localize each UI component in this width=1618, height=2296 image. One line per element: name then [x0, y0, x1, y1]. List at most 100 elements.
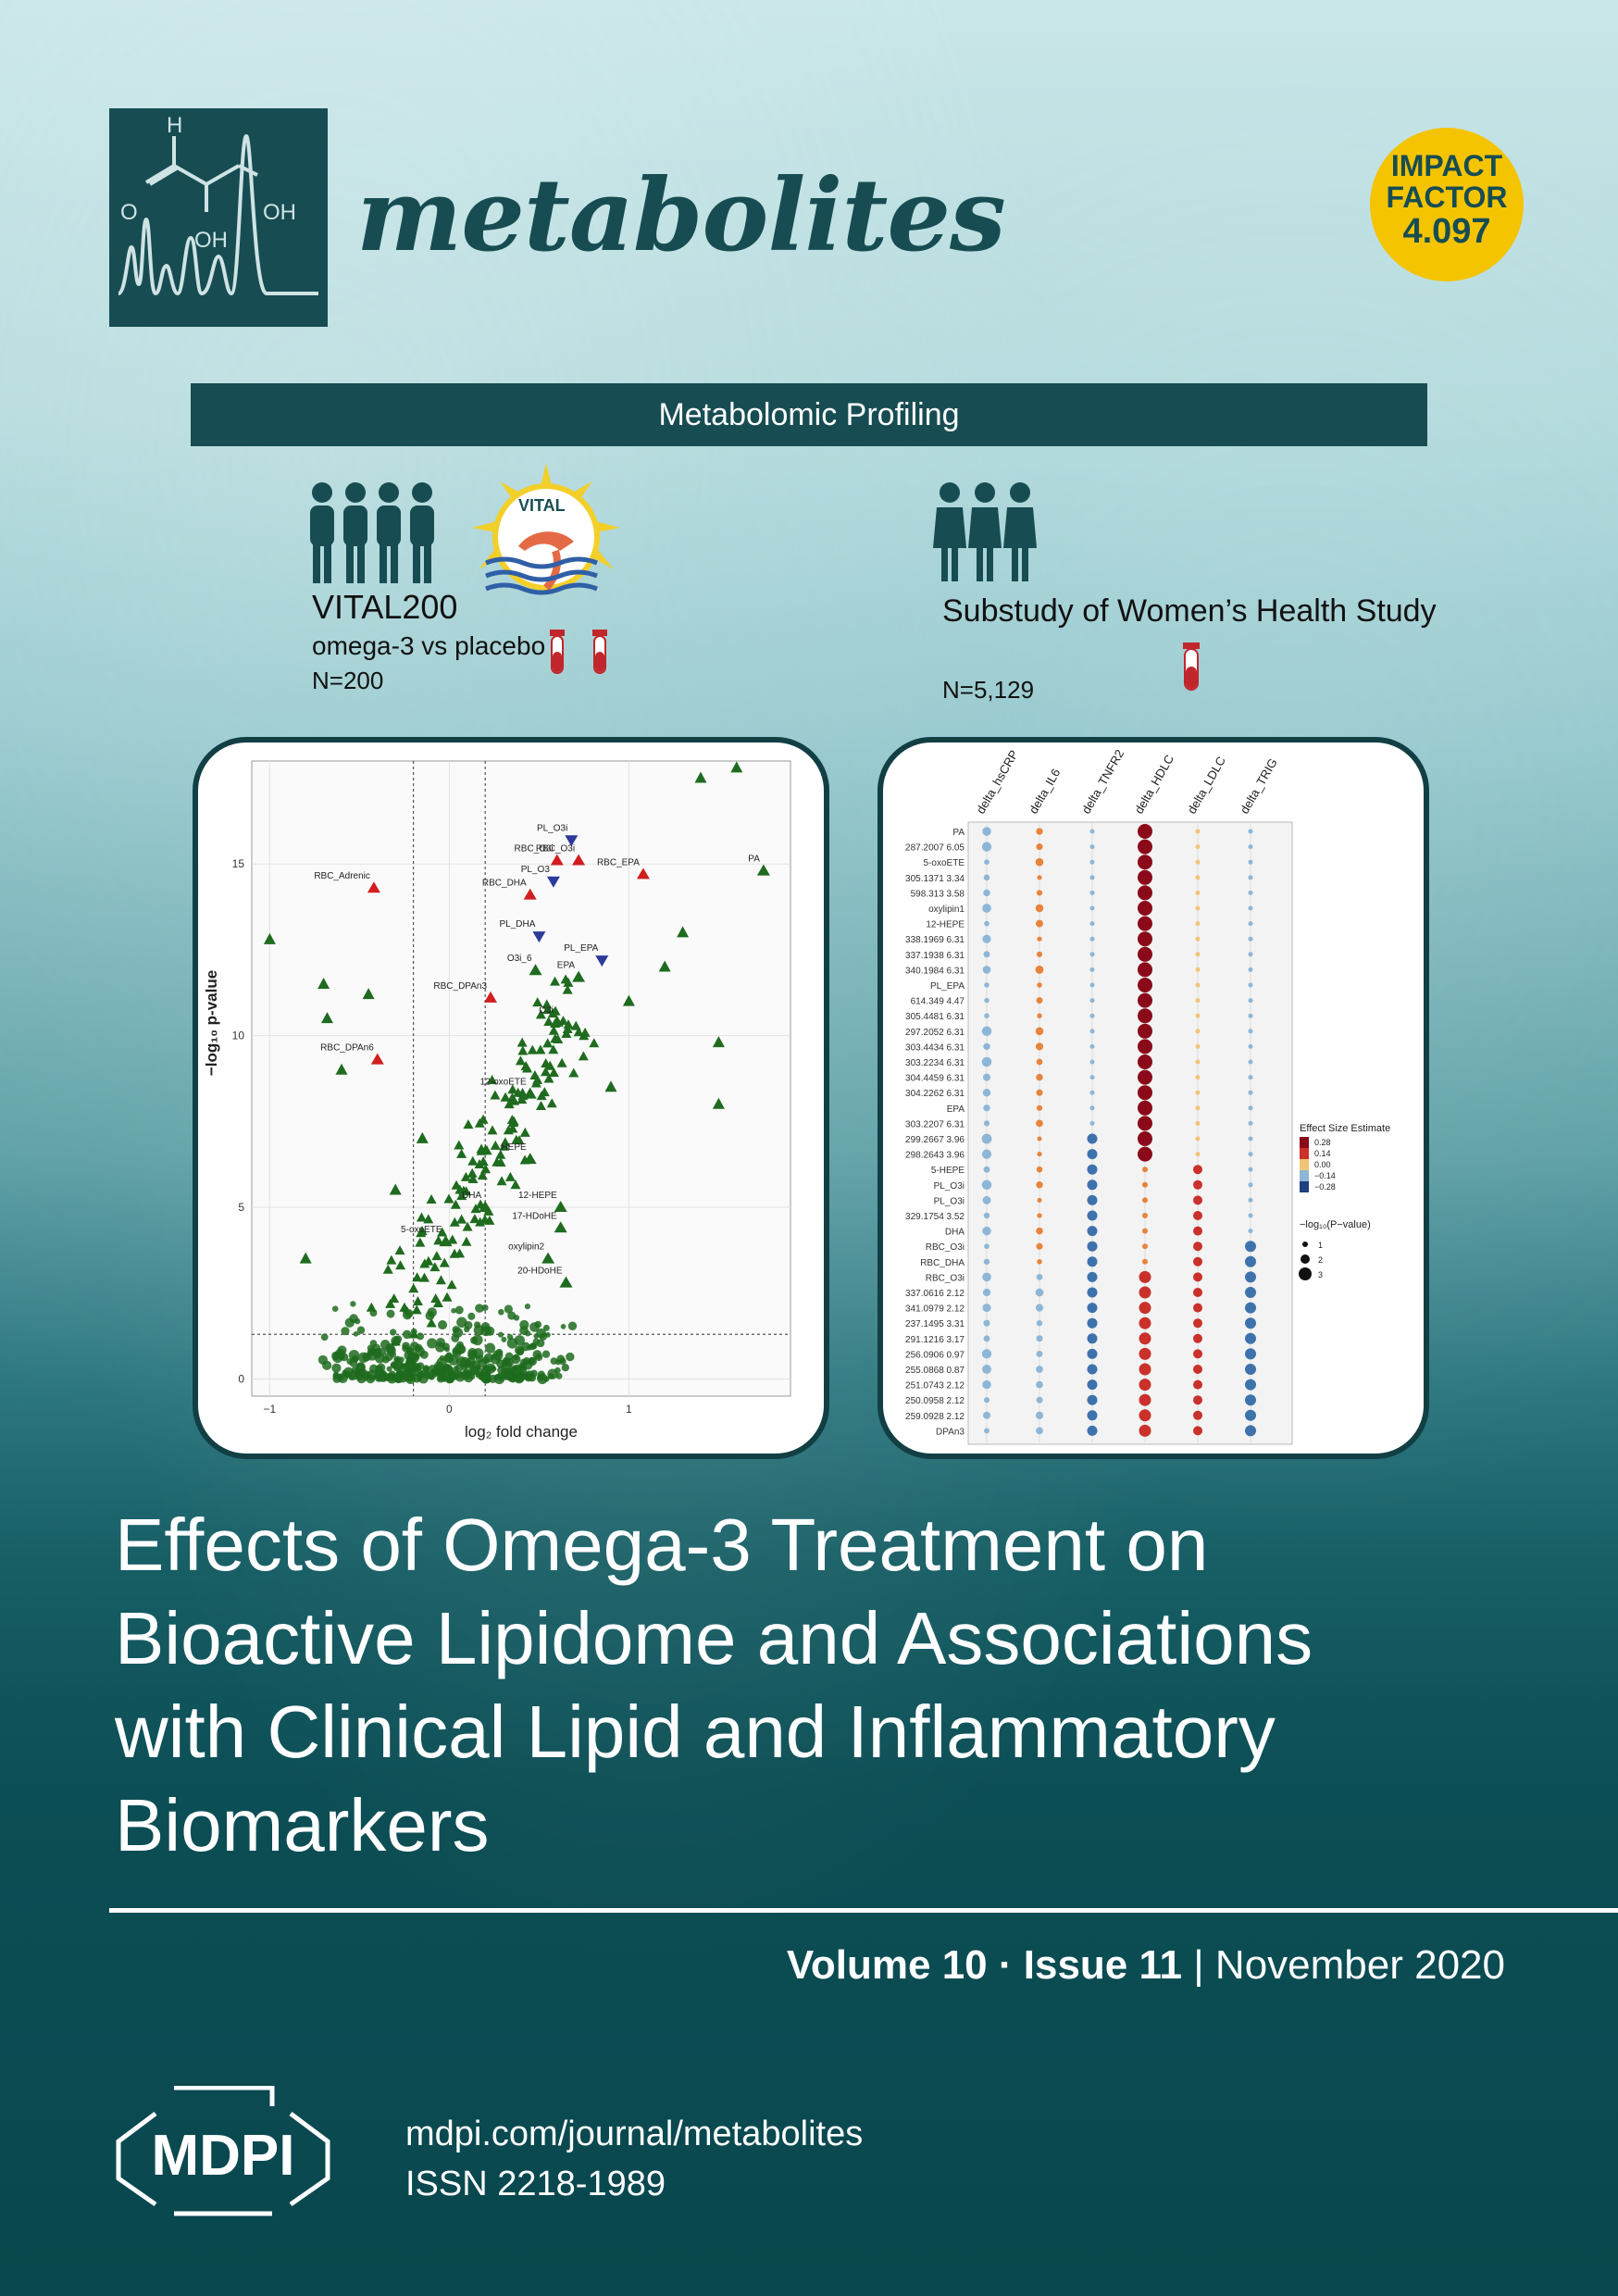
point-label: RBC_DHA [482, 879, 527, 889]
data-point [455, 1371, 464, 1379]
heatmap-bubble [1087, 1179, 1098, 1191]
data-point [508, 1116, 519, 1126]
heatmap-bubble [1036, 1320, 1043, 1327]
data-point [485, 1326, 495, 1336]
size-legend-bubble [1299, 1267, 1312, 1280]
data-point [496, 1176, 507, 1186]
heatmap-bubble [983, 1042, 990, 1051]
data-point [417, 1226, 428, 1236]
heatmap-bubble [982, 1073, 991, 1081]
heatmap-bubble [982, 1304, 991, 1313]
heatmap-bubble [981, 1056, 992, 1067]
row-label: 305.4481 6.31 [905, 1012, 965, 1022]
data-point [392, 1373, 403, 1383]
data-point [442, 1364, 454, 1375]
data-point [460, 1364, 467, 1370]
data-point [263, 932, 276, 944]
data-point [454, 1248, 466, 1258]
data-point [399, 1302, 410, 1312]
data-point [469, 1214, 480, 1224]
data-point [553, 1034, 564, 1044]
point-label: 5-oxoETE [401, 1225, 442, 1235]
data-point [468, 1373, 476, 1380]
row-label: 303.4434 6.31 [905, 1042, 965, 1053]
data-point [622, 994, 635, 1006]
heatmap-bubble [1087, 1364, 1098, 1375]
data-point [487, 1125, 498, 1135]
data-point [480, 1164, 492, 1174]
heatmap-bubble [984, 859, 989, 866]
point-label: RBC_O3i [536, 844, 575, 855]
heatmap-bubble [1036, 1366, 1043, 1373]
labeled-data-point [550, 854, 564, 866]
data-point [467, 1155, 479, 1166]
title-line: Effects of Omega-3 Treatment on [115, 1504, 1209, 1586]
data-point [454, 1305, 464, 1315]
data-point [415, 1346, 425, 1357]
whs-study-n: N=5,129 [942, 676, 1035, 704]
data-point [543, 1073, 554, 1083]
heatmap-bubble [1193, 1349, 1202, 1359]
data-point [461, 1372, 469, 1380]
data-point [541, 999, 553, 1009]
heatmap-bubble [1036, 1380, 1043, 1389]
heatmap-bubble [983, 1104, 990, 1112]
logo-h-label: H [167, 113, 182, 138]
journal-url[interactable]: mdpi.com/journal/metabolites [405, 2115, 864, 2153]
heatmap-bubble [1037, 1152, 1042, 1157]
heatmap-bubble [1138, 931, 1152, 947]
data-point [524, 1304, 530, 1310]
point-label: EPA [557, 961, 576, 971]
heatmap-bubble [982, 1288, 991, 1297]
data-point [589, 1038, 600, 1048]
data-point [409, 1367, 415, 1373]
data-point [546, 1098, 557, 1108]
data-point [561, 1364, 570, 1372]
data-point [317, 1354, 328, 1365]
heatmap-bubble [1087, 1333, 1098, 1344]
data-point [500, 1137, 511, 1147]
data-point [378, 1347, 387, 1356]
row-label: 259.0928 2.12 [905, 1412, 965, 1422]
data-point [437, 1227, 448, 1237]
data-point [452, 1346, 460, 1355]
heatmap-bubble [1087, 1425, 1098, 1436]
heatmap-bubble [1036, 843, 1043, 851]
data-point [543, 1376, 550, 1382]
point-label: O3i [539, 1005, 554, 1016]
point-label: DHA [462, 1191, 481, 1201]
heatmap-bubble [1142, 1167, 1148, 1173]
data-point [456, 1148, 467, 1158]
heatmap-bubble [1195, 1013, 1201, 1018]
data-point [366, 1302, 377, 1312]
data-point [320, 1012, 333, 1024]
data-point [390, 1329, 397, 1336]
data-point [362, 988, 375, 1000]
article-title: Effects of Omega-3 Treatment on Bioactiv… [115, 1498, 1559, 1872]
heatmap-bubble [1248, 1013, 1253, 1018]
heatmap-bubble [1195, 875, 1201, 880]
heatmap-bubble [983, 1319, 990, 1327]
heatmap-bubble [1087, 1210, 1098, 1221]
journal-name: metabolites [356, 157, 1006, 274]
color-legend-tick: 0.28 [1314, 1138, 1331, 1147]
heatmap-bubble [1138, 1085, 1152, 1101]
data-point [506, 1338, 518, 1349]
heatmap-bubble [984, 997, 989, 1004]
data-point [517, 1045, 529, 1055]
vital-logo: VITAL [472, 463, 620, 595]
heatmap-bubble [1193, 1288, 1202, 1297]
heatmap-bubble [1087, 1394, 1098, 1405]
data-point [532, 997, 543, 1007]
data-point [511, 1134, 522, 1144]
heatmap-bubble [1139, 1270, 1151, 1283]
heatmap-bubble [983, 889, 990, 897]
data-point [412, 1272, 423, 1282]
color-legend-tick: 0.00 [1314, 1160, 1331, 1169]
heatmap-bubble [1089, 844, 1095, 850]
journal-logo: H O OH OH [109, 108, 328, 327]
heatmap-bubble [1087, 1348, 1098, 1359]
data-point [386, 1254, 397, 1265]
heatmap-bubble [1087, 1194, 1098, 1205]
